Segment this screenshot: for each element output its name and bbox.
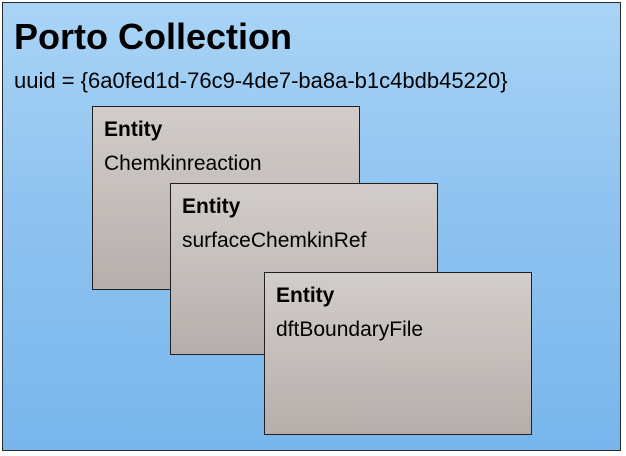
entity-type-label: Entity: [276, 284, 335, 307]
entity-type-label: Entity: [104, 118, 163, 141]
entity-name: Chemkinreaction: [104, 152, 262, 175]
entity-box-dftboundaryfile: Entity dftBoundaryFile: [264, 272, 532, 435]
entity-name: surfaceChemkinRef: [182, 229, 367, 252]
entity-name: dftBoundaryFile: [276, 318, 424, 341]
collection-uuid: uuid = {6a0fed1d-76c9-4de7-ba8a-b1c4bdb4…: [14, 68, 508, 93]
collection-title: Porto Collection: [14, 16, 292, 57]
entity-type-label: Entity: [182, 195, 241, 218]
